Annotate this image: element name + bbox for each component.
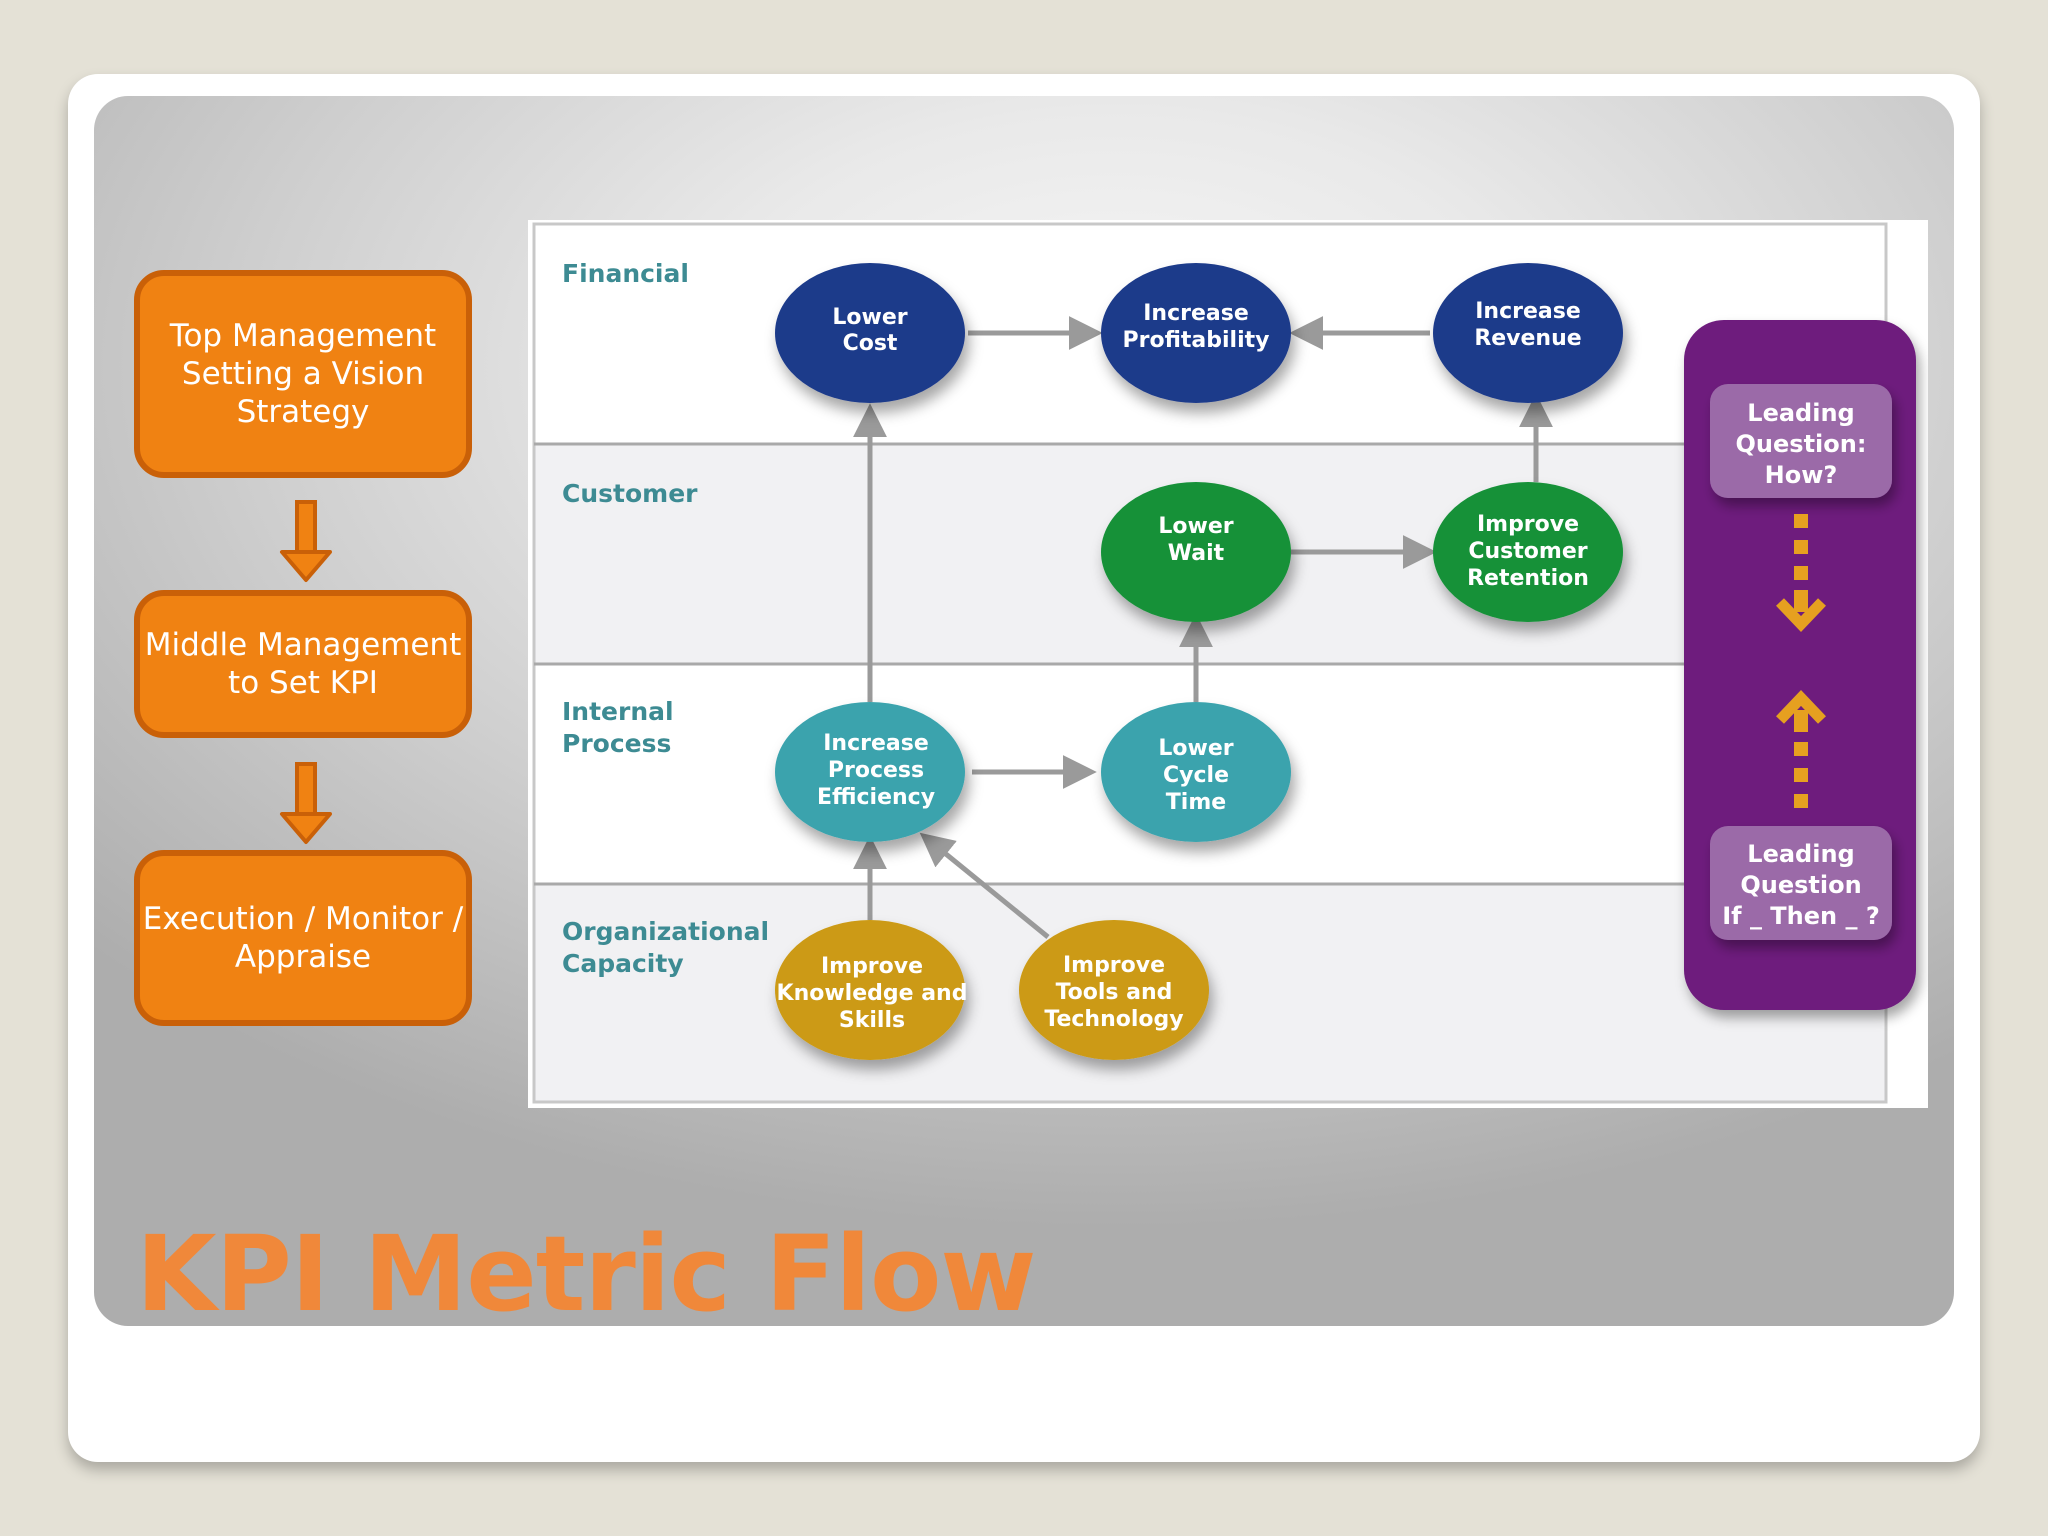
node-text: Increase <box>1475 299 1581 324</box>
flow-box-execution: Execution / Monitor / Appraise <box>134 850 472 1026</box>
node-increase-profitability: Increase Profitability <box>1101 263 1291 403</box>
node-text: Lower <box>1158 514 1233 539</box>
node-improve-customer-retention: Improve Customer Retention <box>1433 482 1623 622</box>
node-text: Lower <box>1158 736 1233 761</box>
question-text: How? <box>1765 461 1838 489</box>
node-increase-process-efficiency: Increase Process Efficiency <box>775 702 965 842</box>
node-text: Lower <box>832 305 907 330</box>
leading-question-panel: Leading Question: How? Leading Question <box>1684 320 1916 1010</box>
node-text: Cycle <box>1163 763 1229 788</box>
node-text: Time <box>1166 790 1226 815</box>
node-text: Cost <box>843 331 898 356</box>
flow-label: Execution / Monitor / Appraise <box>142 901 464 975</box>
dotted-down-arrow-icon <box>1776 514 1826 632</box>
node-text: Efficiency <box>817 785 935 810</box>
node-text: Improve <box>1477 512 1579 537</box>
node-text: Improve <box>821 954 923 979</box>
node-improve-tools-technology: Improve Tools and Technology <box>1019 920 1209 1060</box>
dotted-up-arrow-icon <box>1776 690 1826 808</box>
slide-title: KPI Metric Flow <box>136 1213 1036 1335</box>
leading-question-if-then: Leading Question If _ Then _ ? <box>1710 826 1892 940</box>
node-text: Increase <box>823 731 929 756</box>
question-text: If _ Then _ ? <box>1722 902 1880 930</box>
node-text: Improve <box>1063 953 1165 978</box>
label-org-1: Organizational <box>562 917 769 946</box>
node-text: Wait <box>1168 541 1225 566</box>
node-lower-cycle-time: Lower Cycle Time <box>1101 702 1291 842</box>
node-text: Skills <box>839 1008 905 1033</box>
node-text: Increase <box>1143 301 1249 326</box>
label-internal-1: Internal <box>562 697 674 726</box>
label-internal-2: Process <box>562 729 671 758</box>
leading-question-how: Leading Question: How? <box>1710 384 1892 498</box>
node-improve-knowledge-skills: Improve Knowledge and Skills <box>775 920 967 1060</box>
node-lower-cost: Lower Cost <box>775 263 965 403</box>
flow-label: Top Management Setting a Vision Strategy <box>169 318 437 430</box>
node-text: Process <box>828 758 924 783</box>
label-customer: Customer <box>562 479 698 508</box>
label-org-2: Capacity <box>562 949 684 978</box>
node-lower-wait-time: Lower Wait <box>1101 482 1291 622</box>
arrow-tools-to-efficiency <box>919 832 1050 939</box>
node-text: Profitability <box>1123 328 1270 353</box>
node-text: Retention <box>1467 566 1589 591</box>
down-arrow-icon <box>280 762 332 844</box>
flow-box-top-management: Top Management Setting a Vision Strategy <box>134 270 472 478</box>
question-text: Leading <box>1747 840 1854 868</box>
node-text: Tools and <box>1056 980 1173 1005</box>
node-text: Customer <box>1468 539 1587 564</box>
flow-box-middle-management: Middle Management to Set KPI <box>134 590 472 738</box>
down-arrow-icon <box>280 500 332 582</box>
node-text: Knowledge and <box>777 981 968 1006</box>
question-text: Question: <box>1736 430 1867 458</box>
question-text: Leading <box>1747 399 1854 427</box>
flow-label: Middle Management to Set KPI <box>144 627 462 701</box>
node-increase-revenue: Increase Revenue <box>1433 263 1623 403</box>
label-financial: Financial <box>562 259 689 288</box>
strategy-map-diagram: Financial Customer Internal Process Orga… <box>528 220 1928 1108</box>
node-text: Revenue <box>1474 326 1581 351</box>
node-text: Technology <box>1044 1007 1183 1032</box>
question-text: Question <box>1740 871 1861 899</box>
band-organizational <box>534 884 1886 1102</box>
